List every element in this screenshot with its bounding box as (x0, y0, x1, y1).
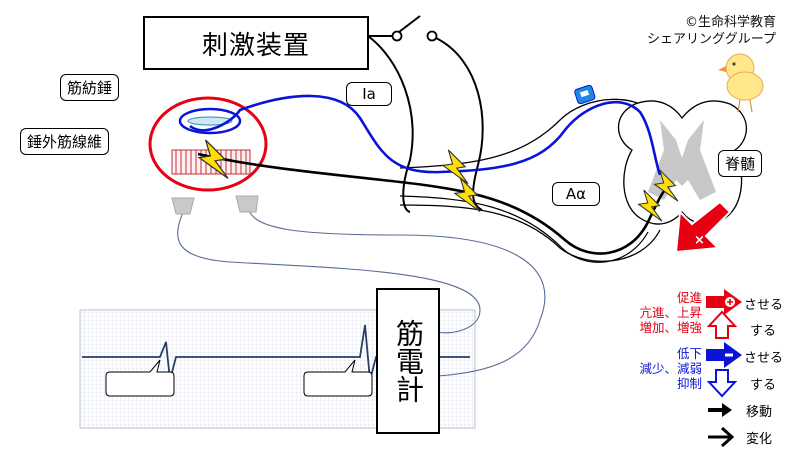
flash-cord-2 (637, 189, 663, 222)
spindle-core (187, 116, 233, 126)
legend-inhibit-line-2: 減少、減弱 (639, 361, 702, 376)
ia-callout: Ia (346, 82, 392, 106)
spinal-cord-label: 脊髄 (725, 155, 756, 173)
legend-change-arrow (708, 426, 735, 448)
flash-nerve-upper (441, 149, 469, 185)
legend-move-arrow (708, 403, 732, 417)
spinal-cord-callout: 脊髄 (718, 150, 763, 177)
legend-promote-line-2: 亢進、上昇 (639, 305, 702, 320)
legend-inhibit-line-3: 抑制 (676, 376, 702, 391)
legend-change-label: 変化 (746, 432, 773, 447)
emg-trace (82, 324, 470, 381)
legend-promote-do-arrow (706, 310, 738, 339)
legend-inhibit-cause-label: させる (744, 351, 784, 366)
ia-afferent-nerve (189, 94, 662, 176)
muscle-spindle-label: 筋紡錘 (67, 79, 113, 97)
switch-terminal-1 (391, 30, 403, 42)
response-bubble-2 (303, 359, 373, 397)
flash-nerve-lower (453, 177, 481, 213)
credit-line-2: シェアリンググループ (647, 32, 776, 47)
legend-inhibit-line-1: 低下 (676, 346, 702, 361)
stimulator-box: 刺激装置 (143, 16, 369, 70)
emg-box: 筋電計 (376, 288, 440, 434)
nerve-bundle-lower (399, 204, 661, 262)
flash-muscle (197, 139, 229, 179)
legend-inhibit-cause-arrow (706, 342, 742, 368)
emg-lead-2 (247, 205, 546, 377)
flash-cord-1 (653, 169, 679, 202)
switch-terminal-2 (426, 30, 438, 42)
credit-line-1: ©生命科学教育 (684, 15, 776, 30)
credit-block: ©生命科学教育 シェアリンググループ (640, 14, 776, 48)
stimulator-label: 刺激装置 (201, 30, 310, 61)
ia-label: Ia (362, 85, 376, 103)
legend-promote-line-3: 増加、増強 (639, 320, 702, 335)
legend-move-label: 移動 (746, 405, 773, 420)
alpha-label: Aα (565, 185, 587, 203)
extrafusal-callout: 錘外筋線維 (20, 128, 110, 155)
emg-label: 筋電計 (392, 319, 425, 403)
cord-promote-arrow: × (674, 200, 732, 254)
switch-lever (398, 15, 421, 33)
legend-promote-text: 促進 亢進、上昇 増加、増強 (598, 290, 702, 335)
electrode-right (235, 195, 259, 213)
legend-promote-cause-label: させる (744, 298, 784, 313)
legend-promote-line-1: 促進 (676, 290, 702, 305)
legend-inhibit-do-arrow (706, 369, 738, 398)
stim-wire-2 (435, 37, 484, 211)
response-bubble-1 (105, 359, 175, 397)
emg-lead-1 (177, 207, 481, 334)
electrode-left (171, 197, 195, 215)
muscle-spindle-callout: 筋紡錘 (60, 74, 120, 101)
legend-promote-cause-arrow (706, 289, 742, 315)
stim-wire-1 (367, 35, 414, 213)
legend-inhibit-text: 低下 減少、減弱 抑制 (598, 346, 702, 391)
alpha-nerve-outline (399, 195, 649, 263)
chick-illustration (718, 53, 764, 113)
alpha-efferent-nerve (197, 152, 669, 255)
alpha-callout: Aα (552, 182, 600, 206)
legend-inhibit-do-label: する (750, 378, 777, 393)
svg-text:×: × (694, 233, 705, 248)
legend-promote-do-label: する (750, 324, 777, 339)
extrafusal-label: 錘外筋線維 (27, 133, 103, 151)
